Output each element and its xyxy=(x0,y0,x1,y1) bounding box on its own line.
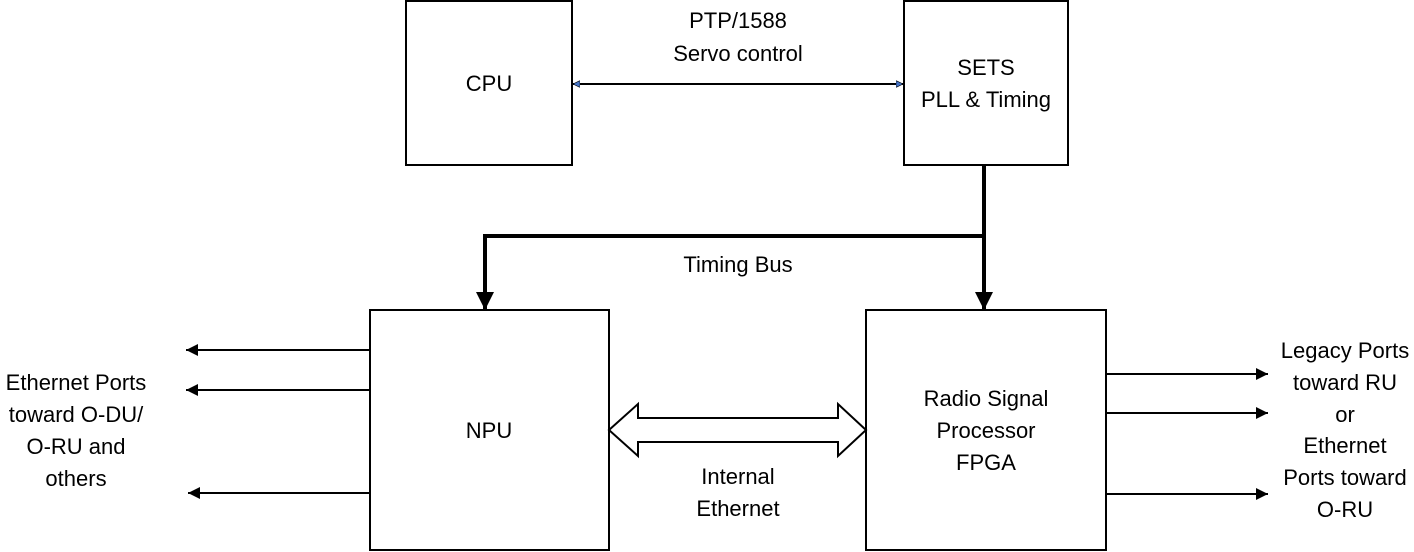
npu-block: NPU xyxy=(369,309,610,551)
right-port-arrows xyxy=(1106,368,1268,500)
npu-label: NPU xyxy=(466,418,512,443)
right-ports-line4: Ethernet xyxy=(1303,433,1386,458)
radio-signal-processor-block: Radio Signal Processor FPGA xyxy=(865,309,1107,551)
cpu-label: CPU xyxy=(466,71,512,96)
timing-bus-trunk xyxy=(485,165,986,238)
timing-bus-label: Timing Bus xyxy=(683,252,792,277)
sets-block: SETS PLL & Timing xyxy=(903,0,1069,166)
right-ports-label: Legacy Ports toward RU or Ethernet Ports… xyxy=(1281,338,1409,522)
sets-sublabel: PLL & Timing xyxy=(921,87,1051,112)
ptp-link: PTP/1588 Servo control xyxy=(573,8,903,84)
right-ports-line1: Legacy Ports xyxy=(1281,338,1409,363)
internal-ethernet-link: Internal Ethernet xyxy=(607,401,868,521)
right-ports-line2: toward RU xyxy=(1293,370,1397,395)
servo-control-label: Servo control xyxy=(673,41,803,66)
rsp-label-line1: Radio Signal xyxy=(924,386,1049,411)
cpu-block: CPU xyxy=(405,0,573,166)
left-ports-line4: others xyxy=(45,466,106,491)
sets-label: SETS xyxy=(957,55,1014,80)
rsp-label-line2: Processor xyxy=(936,418,1035,443)
right-ports-line3: or xyxy=(1335,402,1355,427)
internal-label: Internal xyxy=(701,464,774,489)
left-ports-line1: Ethernet Ports xyxy=(6,370,147,395)
left-ports-line3: O-RU and xyxy=(26,434,125,459)
internal-ethernet-double-arrow xyxy=(607,401,868,459)
ptp-label: PTP/1588 xyxy=(689,8,787,33)
right-ports-line6: O-RU xyxy=(1317,497,1373,522)
left-ports-label: Ethernet Ports toward O-DU/ O-RU and oth… xyxy=(6,370,147,491)
left-ports-line2: toward O-DU/ xyxy=(9,402,144,427)
rsp-label-line3: FPGA xyxy=(956,450,1016,475)
right-ports-line5: Ports toward xyxy=(1283,465,1407,490)
left-port-arrows xyxy=(186,344,370,499)
ethernet-label: Ethernet xyxy=(696,496,779,521)
timing-bus: Timing Bus xyxy=(476,165,993,310)
